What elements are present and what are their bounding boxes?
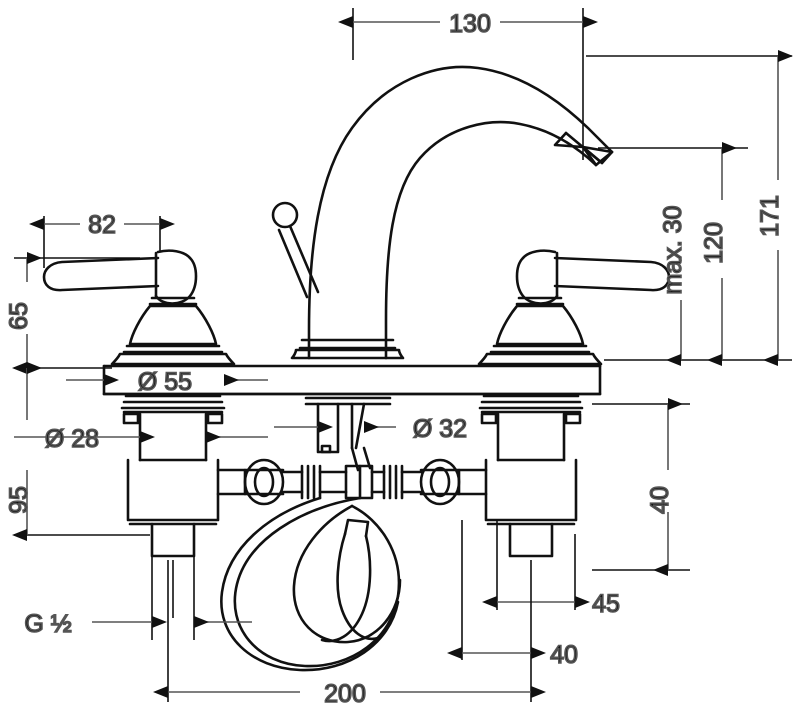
dim-40h-label: 40 (550, 641, 578, 669)
dim-max-30-label: max. 30 (659, 206, 687, 295)
dim-82: 82 (29, 210, 175, 268)
dim-d28: Ø 28 (14, 424, 268, 454)
dim-g-half-label: G ½ (24, 610, 71, 638)
spout-shank (304, 396, 392, 472)
dim-200: 200 (153, 560, 546, 709)
dim-200-label: 200 (324, 680, 366, 708)
dim-d32-label: Ø 32 (413, 415, 467, 443)
dim-130: 130 (338, 8, 598, 160)
right-handle (477, 249, 671, 366)
dim-45: 45 (482, 520, 621, 619)
dim-40-horizontal: 40 (447, 520, 579, 702)
dim-171-label: 171 (756, 195, 784, 237)
left-valve-body (120, 394, 285, 558)
dim-65: 65 (4, 252, 140, 374)
dim-45-label: 45 (592, 590, 620, 618)
dim-95: 95 (4, 362, 150, 541)
right-valve-body (419, 394, 584, 558)
dim-95-label: 95 (5, 486, 33, 514)
dim-40v-label: 40 (646, 486, 674, 514)
coiled-hose (220, 496, 402, 672)
dim-40-vertical: 40 (592, 398, 690, 576)
dim-130-label: 130 (449, 10, 491, 38)
dim-120-label: 120 (700, 222, 728, 264)
dim-d55-label: Ø 55 (138, 368, 192, 396)
dim-g-half: G ½ (24, 556, 252, 640)
dim-max-30: max. 30 (658, 205, 688, 366)
dim-171: 171 (586, 50, 793, 366)
dim-d28-label: Ø 28 (45, 425, 99, 453)
pop-up-rod (271, 201, 320, 299)
left-handle (42, 249, 236, 366)
dim-d55: Ø 55 (66, 367, 268, 397)
spout (290, 65, 614, 360)
supply-tube-fittings (281, 464, 423, 500)
dim-120: 120 (598, 142, 748, 366)
dim-82-label: 82 (88, 211, 116, 239)
dim-65-label: 65 (5, 302, 33, 330)
dim-d32: Ø 32 (274, 414, 468, 444)
